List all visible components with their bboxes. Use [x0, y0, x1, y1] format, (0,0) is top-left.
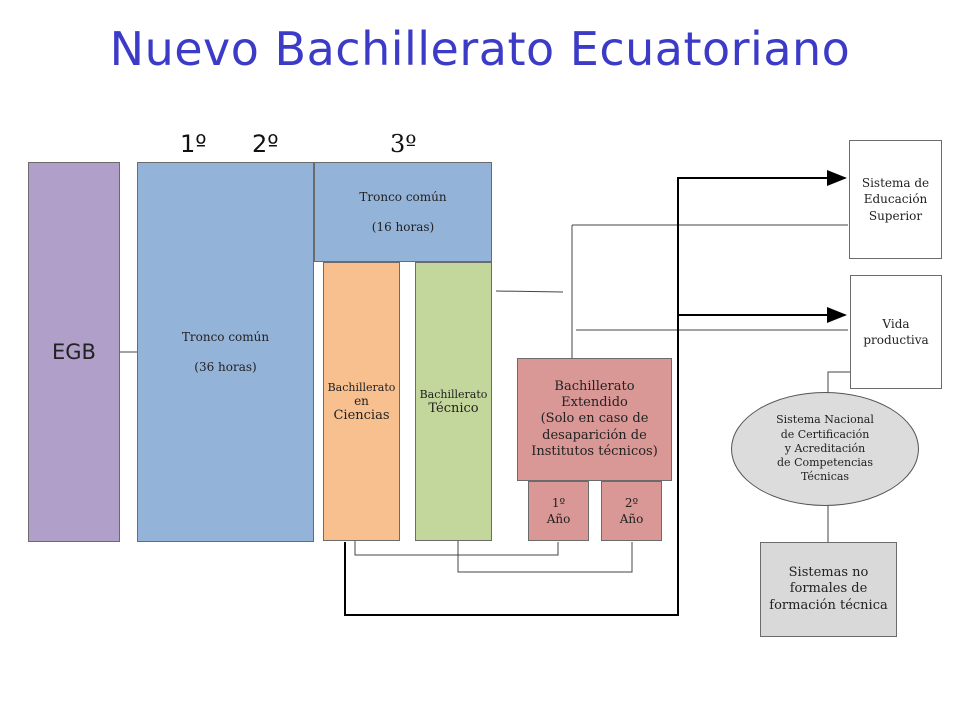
vida-productiva-box: Vida productiva: [850, 275, 942, 389]
bottom-arrow-path: [344, 170, 847, 616]
tecnico-connector-line: [495, 290, 564, 293]
tronco-comun-16-box: Tronco común (16 horas): [314, 162, 492, 262]
extendido-line2: Extendido: [561, 395, 628, 411]
extendido-line3: (Solo en caso de: [540, 411, 649, 427]
sistemas-no-formales-box: Sistemas no formales de formación técnic…: [760, 542, 897, 637]
ano1-line1: 1º: [551, 495, 566, 510]
tronco-16-line1: Tronco común: [359, 189, 447, 204]
year-label-3: 3º: [390, 130, 417, 158]
page-title: Nuevo Bachillerato Ecuatoriano: [109, 22, 851, 76]
tronco-36-line2: (36 horas): [194, 360, 257, 374]
tronco-16-line2: (16 horas): [371, 220, 435, 234]
educacion-superior-box: Sistema de Educación Superior: [849, 140, 942, 259]
noformales-line3: formación técnica: [769, 597, 888, 613]
ciencias-line3: Ciencias: [333, 407, 390, 423]
tecnico-line1: Bachillerato: [419, 387, 488, 401]
ano-1-box: 1º Año: [528, 481, 589, 541]
sistema-line5: Técnicas: [800, 470, 850, 484]
extendido-line1: Bachillerato: [554, 378, 635, 394]
vida-line2: productiva: [863, 333, 929, 347]
bachillerato-extendido-box: Bachillerato Extendido (Solo en caso de …: [517, 358, 672, 481]
educacion-line3: Superior: [868, 208, 923, 223]
extendido-line5: Institutos técnicos): [531, 443, 658, 459]
sistema-line1: Sistema Nacional: [776, 413, 874, 427]
tecnico-ano2-link: [457, 541, 633, 573]
bachillerato-tecnico-box: Bachillerato Técnico: [415, 262, 492, 541]
ano2-line1: 2º: [624, 495, 639, 510]
tecnico-line2: Técnico: [428, 400, 479, 416]
noformales-line1: Sistemas no: [788, 565, 869, 581]
ciencias-line2: en: [354, 393, 369, 408]
ciencias-line1: Bachillerato: [327, 380, 396, 394]
vida-line1: Vida: [882, 316, 910, 331]
year-label-1: 1º: [180, 130, 207, 158]
ciencias-ano1-link: [354, 541, 559, 556]
extendido-line4: desaparición de: [542, 427, 647, 443]
sistema-line3: y Acreditación: [784, 441, 866, 455]
year-label-2: 2º: [252, 130, 279, 158]
sistema-line2: de Certificación: [780, 427, 870, 441]
bachillerato-ciencias-box: Bachillerato en Ciencias: [323, 262, 400, 541]
egb-box: EGB: [28, 162, 120, 542]
tronco-comun-36-box: Tronco común (36 horas): [137, 162, 314, 542]
sistema-line4: de Competencias: [777, 456, 873, 470]
noformales-line2: formales de: [789, 581, 868, 597]
educacion-line1: Sistema de: [861, 176, 930, 191]
sistema-nacional-ellipse: Sistema Nacional de Certificación y Acre…: [731, 392, 919, 506]
ano-2-box: 2º Año: [601, 481, 662, 541]
ano2-line2: Año: [619, 512, 644, 526]
tronco-36-line1: Tronco común: [181, 329, 270, 344]
egb-label: EGB: [52, 340, 96, 364]
educacion-line2: Educación: [863, 192, 928, 207]
ano1-line2: Año: [546, 512, 571, 526]
